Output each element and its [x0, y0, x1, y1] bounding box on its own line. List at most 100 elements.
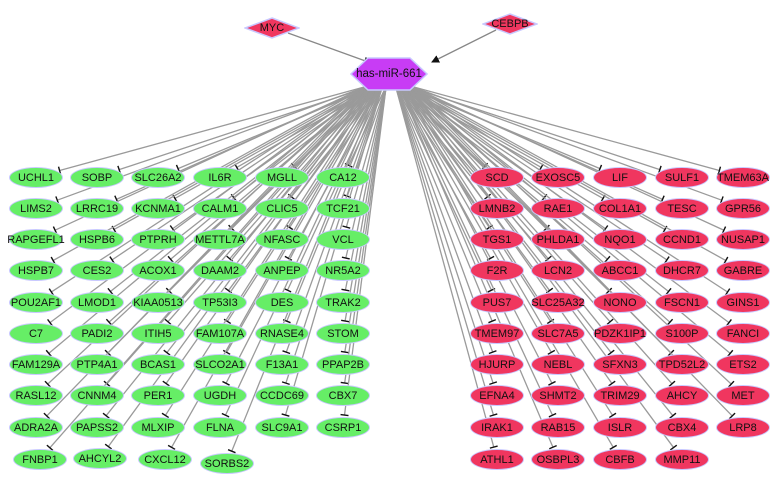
target-node-sorbs2[interactable]: SORBS2: [200, 453, 254, 474]
target-node-nr5a2[interactable]: NR5A2: [316, 260, 370, 281]
target-node-mettl7a[interactable]: METTL7A: [193, 229, 247, 250]
target-node-itih5[interactable]: ITIH5: [131, 323, 185, 344]
target-node-ces2[interactable]: CES2: [70, 260, 124, 281]
target-node-met[interactable]: MET: [716, 385, 770, 406]
mirna-node[interactable]: has-miR-661: [350, 57, 428, 91]
target-node-padi2[interactable]: PADI2: [70, 323, 124, 344]
target-node-abcc1[interactable]: ABCC1: [593, 260, 647, 281]
target-node-fam129a[interactable]: FAM129A: [9, 354, 63, 375]
target-node-gabre[interactable]: GABRE: [716, 260, 770, 281]
target-node-sulf1[interactable]: SULF1: [655, 167, 709, 188]
target-node-dhcr7[interactable]: DHCR7: [655, 260, 709, 281]
target-node-efna4[interactable]: EFNA4: [470, 385, 524, 406]
target-node-islr[interactable]: ISLR: [593, 417, 647, 438]
target-node-des[interactable]: DES: [255, 292, 309, 313]
target-node-tcf21[interactable]: TCF21: [316, 198, 370, 219]
target-node-mmp11[interactable]: MMP11: [655, 449, 709, 470]
tf-node-myc[interactable]: MYC: [244, 17, 300, 39]
target-node-pdzk1ip1[interactable]: PDZK1IP1: [593, 323, 647, 344]
target-node-slc25a32[interactable]: SLC25A32: [531, 292, 585, 313]
target-node-lmnb2[interactable]: LMNB2: [470, 198, 524, 219]
target-node-ahcy[interactable]: AHCY: [655, 385, 709, 406]
target-node-athl1[interactable]: ATHL1: [470, 449, 524, 470]
target-node-gpr56[interactable]: GPR56: [716, 198, 770, 219]
target-node-nusap1[interactable]: NUSAP1: [716, 229, 770, 250]
target-node-hspb7[interactable]: HSPB7: [9, 260, 63, 281]
target-node-c7[interactable]: C7: [9, 323, 63, 344]
target-node-sobp[interactable]: SOBP: [70, 167, 124, 188]
target-node-lcn2[interactable]: LCN2: [531, 260, 585, 281]
target-node-vcl[interactable]: VCL: [316, 229, 370, 250]
target-node-f13a1[interactable]: F13A1: [255, 354, 309, 375]
target-node-irak1[interactable]: IRAK1: [470, 417, 524, 438]
target-node-nebl[interactable]: NEBL: [531, 354, 585, 375]
target-node-gins1[interactable]: GINS1: [716, 292, 770, 313]
target-node-osbpl3[interactable]: OSBPL3: [531, 449, 585, 470]
target-node-fam107a[interactable]: FAM107A: [193, 323, 247, 344]
target-node-phlda1[interactable]: PHLDA1: [531, 229, 585, 250]
target-node-tpd52l2[interactable]: TPD52L2: [655, 354, 709, 375]
target-node-ptprh[interactable]: PTPRH: [131, 229, 185, 250]
target-node-trak2[interactable]: TRAK2: [316, 292, 370, 313]
target-node-rapgefl1[interactable]: RAPGEFL1: [7, 229, 65, 250]
target-node-scd[interactable]: SCD: [470, 167, 524, 188]
target-node-s100p[interactable]: S100P: [655, 323, 709, 344]
target-node-lif[interactable]: LIF: [593, 167, 647, 188]
target-node-per1[interactable]: PER1: [131, 385, 185, 406]
target-node-ets2[interactable]: ETS2: [716, 354, 770, 375]
target-node-adra2a[interactable]: ADRA2A: [9, 417, 63, 438]
target-node-ca12[interactable]: CA12: [316, 167, 370, 188]
target-node-anpep[interactable]: ANPEP: [255, 260, 309, 281]
target-node-f2r[interactable]: F2R: [470, 260, 524, 281]
target-node-daam2[interactable]: DAAM2: [193, 260, 247, 281]
target-node-slc26a2[interactable]: SLC26A2: [131, 167, 185, 188]
target-node-bcas1[interactable]: BCAS1: [131, 354, 185, 375]
target-node-ccnd1[interactable]: CCND1: [655, 229, 709, 250]
target-node-tp53i3[interactable]: TP53I3: [193, 292, 247, 313]
target-node-cbx4[interactable]: CBX4: [655, 417, 709, 438]
target-node-cbx7[interactable]: CBX7: [316, 385, 370, 406]
target-node-col1a1[interactable]: COL1A1: [593, 198, 647, 219]
target-node-fanci[interactable]: FANCI: [716, 323, 770, 344]
target-node-acox1[interactable]: ACOX1: [131, 260, 185, 281]
target-node-nqo1[interactable]: NQO1: [593, 229, 647, 250]
target-node-cbfb[interactable]: CBFB: [593, 449, 647, 470]
target-node-uchl1[interactable]: UCHL1: [9, 167, 63, 188]
target-node-pus7[interactable]: PUS7: [470, 292, 524, 313]
target-node-cnnm4[interactable]: CNNM4: [70, 385, 124, 406]
target-node-ugdh[interactable]: UGDH: [193, 385, 247, 406]
target-node-trim29[interactable]: TRIM29: [593, 385, 647, 406]
target-node-cxcl12[interactable]: CXCL12: [138, 449, 192, 470]
target-node-tmem97[interactable]: TMEM97: [470, 323, 524, 344]
target-node-slc9a1[interactable]: SLC9A1: [255, 417, 309, 438]
target-node-exosc5[interactable]: EXOSC5: [531, 167, 585, 188]
target-node-rae1[interactable]: RAE1: [531, 198, 585, 219]
target-node-papss2[interactable]: PAPSS2: [70, 417, 124, 438]
target-node-lmod1[interactable]: LMOD1: [70, 292, 124, 313]
target-node-tgs1[interactable]: TGS1: [470, 229, 524, 250]
target-node-rab15[interactable]: RAB15: [531, 417, 585, 438]
tf-node-cebpb[interactable]: CEBPB: [482, 13, 538, 35]
target-node-rasl12[interactable]: RASL12: [9, 385, 63, 406]
target-node-kcnma1[interactable]: KCNMA1: [131, 198, 185, 219]
target-node-lims2[interactable]: LIMS2: [9, 198, 63, 219]
target-node-fscn1[interactable]: FSCN1: [655, 292, 709, 313]
target-node-fnbp1[interactable]: FNBP1: [13, 449, 67, 470]
target-node-lrp8[interactable]: LRP8: [716, 417, 770, 438]
target-node-tesc[interactable]: TESC: [655, 198, 709, 219]
target-node-hjurp[interactable]: HJURP: [470, 354, 524, 375]
target-node-nfasc[interactable]: NFASC: [255, 229, 309, 250]
target-node-mgll[interactable]: MGLL: [255, 167, 309, 188]
target-node-rnase4[interactable]: RNASE4: [255, 323, 309, 344]
target-node-ptp4a1[interactable]: PTP4A1: [70, 354, 124, 375]
target-node-pou2af1[interactable]: POU2AF1: [9, 292, 63, 313]
target-node-flna[interactable]: FLNA: [193, 417, 247, 438]
target-node-slc7a5[interactable]: SLC7A5: [531, 323, 585, 344]
target-node-ppap2b[interactable]: PPAP2B: [316, 354, 370, 375]
target-node-nono[interactable]: NONO: [593, 292, 647, 313]
target-node-kiaa0513[interactable]: KIAA0513: [131, 292, 185, 313]
target-node-ahcyl2[interactable]: AHCYL2: [73, 448, 127, 469]
target-node-ccdc69[interactable]: CCDC69: [255, 385, 309, 406]
target-node-tmem63a[interactable]: TMEM63A: [716, 167, 770, 188]
target-node-stom[interactable]: STOM: [316, 323, 370, 344]
